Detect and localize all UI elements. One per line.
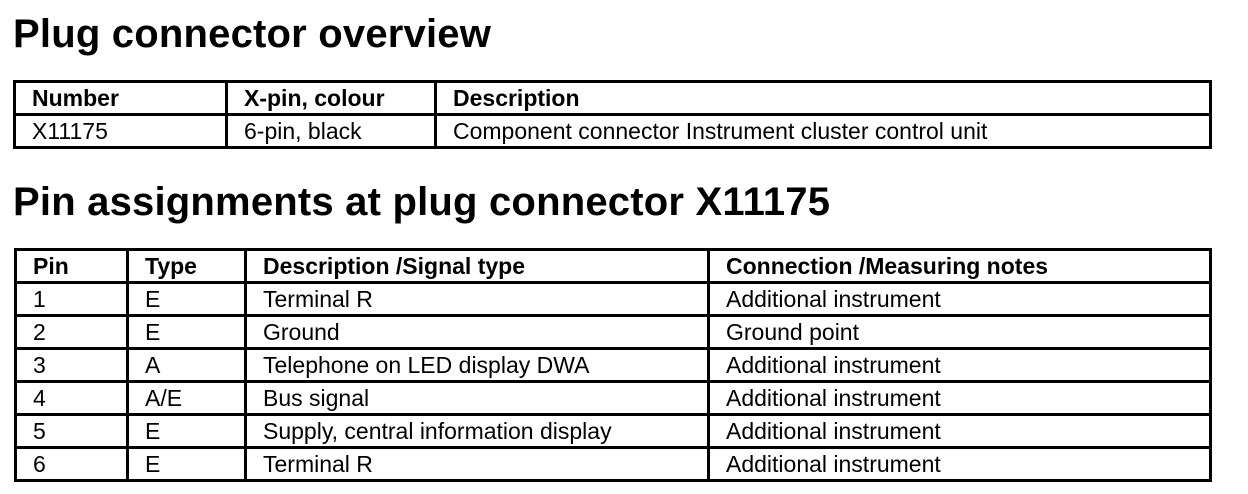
cell-connection: Additional instrument [707, 347, 1212, 382]
table-row: 6 E Terminal R Additional instrument [14, 446, 1212, 481]
plug-connector-overview-table: Number X-pin, colour Description X11175 … [13, 80, 1212, 149]
cell-connection: Additional instrument [707, 380, 1212, 415]
cell-description: Bus signal [244, 380, 710, 415]
cell-type: A [126, 347, 247, 382]
cell-pin: 4 [14, 380, 129, 415]
table-row: 4 A/E Bus signal Additional instrument [14, 380, 1212, 415]
cell-xpin-colour: 6-pin, black [225, 113, 437, 148]
column-header-description-signal-type: Description /Signal type [244, 249, 710, 283]
table-header-row: Pin Type Description /Signal type Connec… [14, 249, 1212, 283]
cell-pin: 1 [14, 281, 129, 316]
table-row: 3 A Telephone on LED display DWA Additio… [14, 347, 1212, 382]
cell-description: Terminal R [244, 281, 710, 316]
cell-pin: 2 [14, 314, 129, 349]
cell-pin: 6 [14, 446, 129, 481]
cell-description: Supply, central information display [244, 413, 710, 448]
column-header-pin: Pin [14, 249, 129, 283]
cell-number: X11175 [13, 113, 228, 148]
table-header-row: Number X-pin, colour Description [13, 81, 1212, 115]
table-row: 1 E Terminal R Additional instrument [14, 281, 1212, 316]
cell-description: Telephone on LED display DWA [244, 347, 710, 382]
cell-description: Terminal R [244, 446, 710, 481]
cell-type: A/E [126, 380, 247, 415]
cell-type: E [126, 314, 247, 349]
cell-description: Ground [244, 314, 710, 349]
cell-connection: Additional instrument [707, 281, 1212, 316]
overview-title: Plug connector overview [13, 12, 492, 56]
column-header-type: Type [126, 249, 247, 283]
table-row: X11175 6-pin, black Component connector … [13, 113, 1212, 148]
column-header-number: Number [13, 81, 228, 115]
cell-type: E [126, 413, 247, 448]
pin-assignments-table: Pin Type Description /Signal type Connec… [14, 248, 1212, 482]
cell-type: E [126, 446, 247, 481]
cell-type: E [126, 281, 247, 316]
cell-description: Component connector Instrument cluster c… [434, 113, 1212, 148]
table-row: 5 E Supply, central information display … [14, 413, 1212, 448]
column-header-connection-measuring-notes: Connection /Measuring notes [707, 249, 1212, 283]
table-row: 2 E Ground Ground point [14, 314, 1212, 349]
cell-pin: 3 [14, 347, 129, 382]
cell-connection: Additional instrument [707, 446, 1212, 481]
cell-connection: Ground point [707, 314, 1212, 349]
pin-assignments-title: Pin assignments at plug connector X11175 [13, 180, 831, 224]
column-header-xpin-colour: X-pin, colour [225, 81, 437, 115]
cell-pin: 5 [14, 413, 129, 448]
column-header-description: Description [434, 81, 1212, 115]
cell-connection: Additional instrument [707, 413, 1212, 448]
